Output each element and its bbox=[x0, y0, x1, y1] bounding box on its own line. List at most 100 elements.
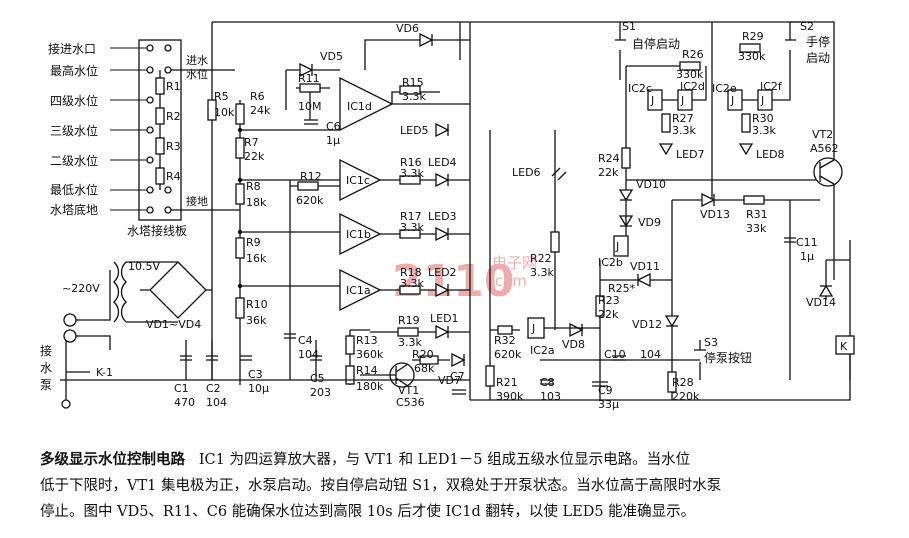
r9-label: R9 bbox=[246, 236, 261, 249]
bistable-logic: LED6 R22 3.3k R32 620k R21 390k C8 103 J… bbox=[485, 130, 700, 411]
led-8 bbox=[738, 143, 754, 156]
resistor-r28 bbox=[667, 371, 677, 393]
watermark-brand: 2110 bbox=[392, 256, 514, 307]
c2-label: C2 bbox=[206, 382, 221, 395]
c1-value: 470 bbox=[174, 396, 195, 409]
r14-value: 180k bbox=[356, 380, 384, 393]
vt1-value: C536 bbox=[396, 396, 425, 409]
opamp-ic1c: IC1c bbox=[339, 158, 382, 202]
r17-value: 3.3k bbox=[400, 221, 424, 234]
r9-value: 16k bbox=[246, 252, 267, 265]
r15-value: 3.3k bbox=[402, 90, 426, 103]
ic2d-label: IC2d bbox=[680, 80, 705, 93]
c8-label: C8 bbox=[540, 376, 555, 389]
terminal-level4-label: 四级水位 bbox=[50, 93, 98, 108]
led-5 bbox=[435, 122, 450, 138]
r26-label: R26 bbox=[682, 48, 704, 61]
watermark: 2110 电子网 .com bbox=[392, 254, 537, 307]
resistor-r11 bbox=[299, 83, 321, 93]
led3-label: LED3 bbox=[428, 210, 457, 223]
opamp-ic1b: IC1b bbox=[339, 212, 382, 256]
c8-value: 103 bbox=[540, 390, 561, 403]
vd9-label: VD9 bbox=[638, 216, 661, 229]
resistor-r4 bbox=[155, 167, 165, 185]
hysteresis-network: R12 620k C4 104 C5 203 R13 360k R14 180k… bbox=[284, 170, 425, 409]
resistor-r23 bbox=[595, 295, 605, 317]
resistor-r27 bbox=[661, 113, 671, 133]
resistor-r1 bbox=[155, 77, 165, 95]
vd13-label: VD13 bbox=[700, 208, 730, 221]
r7-value: 22k bbox=[244, 150, 265, 163]
ic2c-label: IC2c bbox=[628, 82, 652, 95]
resistor-r26 bbox=[679, 61, 701, 71]
led-6 bbox=[551, 167, 567, 181]
vt2-value: A562 bbox=[810, 142, 839, 155]
r29-label: R29 bbox=[742, 30, 764, 43]
s2-function-2: 启动 bbox=[806, 51, 830, 65]
r5-value: 10k bbox=[214, 106, 235, 119]
diode-vd11 bbox=[636, 272, 651, 288]
r24-label: R24 bbox=[598, 152, 620, 165]
led-7 bbox=[658, 143, 674, 156]
ic2b-label: IC2b bbox=[598, 256, 623, 269]
c10-label: C10 bbox=[604, 348, 626, 361]
r4-label: R4 bbox=[166, 170, 181, 183]
r7-label: R7 bbox=[244, 136, 259, 149]
caption-text-2: 低于下限时，VT1 集电极为正，水泵启动。按自停启动钮 S1，双稳处于开泵状态。… bbox=[40, 478, 722, 494]
r14-label: R14 bbox=[356, 364, 378, 377]
r12-value: 620k bbox=[296, 194, 324, 207]
delay-network: VD5 R11 10M C6 1μ VD6 bbox=[285, 22, 470, 147]
ic2e-label: IC2e bbox=[712, 82, 737, 95]
resistor-r21 bbox=[485, 365, 495, 387]
watermark-site-cn: 电子网 bbox=[492, 254, 537, 272]
inlet-level-label: 进水 bbox=[186, 54, 208, 67]
c9-value: 33μ bbox=[598, 398, 619, 411]
r18-label: R18 bbox=[400, 266, 422, 279]
opamp-ic1d: IC1d bbox=[339, 76, 394, 132]
bridge-rectifier bbox=[149, 261, 207, 319]
vt2-label: VT2 bbox=[812, 128, 833, 141]
resistor-r17 bbox=[399, 229, 421, 239]
r32-value: 620k bbox=[494, 348, 522, 361]
watermark-site-en: .com bbox=[490, 272, 527, 290]
r17-label: R17 bbox=[400, 210, 422, 223]
resistor-r19 bbox=[397, 327, 419, 337]
c11-value: 1μ bbox=[800, 250, 814, 263]
vt1-label: VT1 bbox=[398, 384, 419, 397]
diode-vd13 bbox=[701, 192, 716, 208]
r16-value: 3.3k bbox=[400, 167, 424, 180]
opamp-ic1a: IC1a bbox=[339, 268, 382, 312]
c2-value: 104 bbox=[206, 396, 227, 409]
caption-title: 多级显示水位控制电路 bbox=[40, 452, 185, 468]
resistor-r13 bbox=[345, 335, 355, 355]
vd8-label: VD8 bbox=[562, 338, 585, 351]
ic1b-label: IC1b bbox=[346, 228, 371, 241]
led-1 bbox=[435, 324, 450, 340]
r28-value: 220k bbox=[672, 390, 700, 403]
gate-ic2a bbox=[527, 317, 545, 339]
s1-label: S1 bbox=[622, 20, 636, 33]
s2-function-1: 手停 bbox=[806, 34, 830, 49]
r6-value: 24k bbox=[250, 104, 271, 117]
terminal-board-label: 水塔接线板 bbox=[127, 223, 187, 238]
r30-label: R30 bbox=[752, 112, 774, 125]
r8-value: 18k bbox=[246, 196, 267, 209]
resistor-r15 bbox=[399, 85, 421, 95]
ic2f-inverter: J bbox=[760, 94, 764, 107]
terminal-lowest-label: 最低水位 bbox=[50, 182, 98, 197]
c1-label: C1 bbox=[174, 382, 189, 395]
r15-label: R15 bbox=[402, 76, 424, 89]
c9-label: C9 bbox=[598, 384, 613, 397]
pump-label-1: 接 bbox=[40, 343, 52, 358]
resistor-r22 bbox=[550, 231, 560, 253]
caption-text-3: 停止。图中 VD5、R11、C6 能确保水位达到高限 10s 后才使 IC1d … bbox=[40, 504, 696, 520]
ic2f-label: IC2f bbox=[760, 80, 783, 93]
r28-label: R28 bbox=[672, 376, 694, 389]
resistor-r5 bbox=[207, 99, 217, 121]
s3-function: 停泵按钮 bbox=[704, 350, 752, 365]
r25-label: R25* bbox=[608, 282, 636, 295]
c11-label: C11 bbox=[796, 236, 818, 249]
ic2e-inverter: J bbox=[730, 94, 734, 107]
c3-label: C3 bbox=[248, 368, 263, 381]
led-4 bbox=[435, 172, 450, 188]
